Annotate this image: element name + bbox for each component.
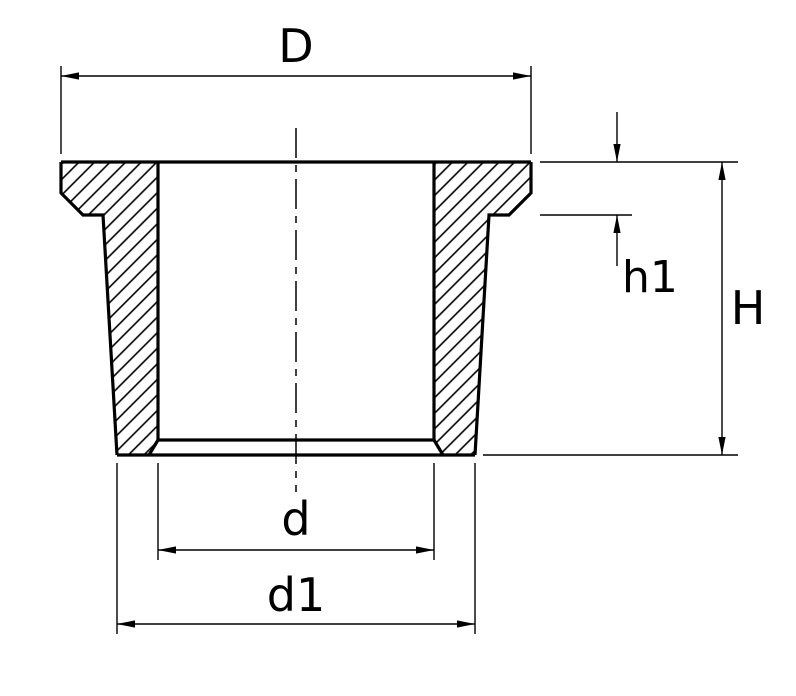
left-outer-profile (59, 162, 119, 456)
dimension-label-h1: h1 (622, 252, 678, 303)
dimension-H (483, 161, 738, 456)
dimension-d (157, 463, 435, 560)
dimension-D (60, 66, 532, 154)
dimension-label-d1: d1 (267, 568, 325, 622)
right-outer-profile (473, 162, 533, 456)
dimension-label-d: d (281, 492, 310, 546)
bore-chamfer-right (432, 439, 445, 456)
dimension-label-H: H (731, 281, 766, 335)
dimension-h1 (540, 112, 632, 266)
dimension-d1 (116, 463, 476, 634)
dimension-label-D: D (278, 19, 313, 73)
bore-chamfer-left (147, 439, 160, 456)
